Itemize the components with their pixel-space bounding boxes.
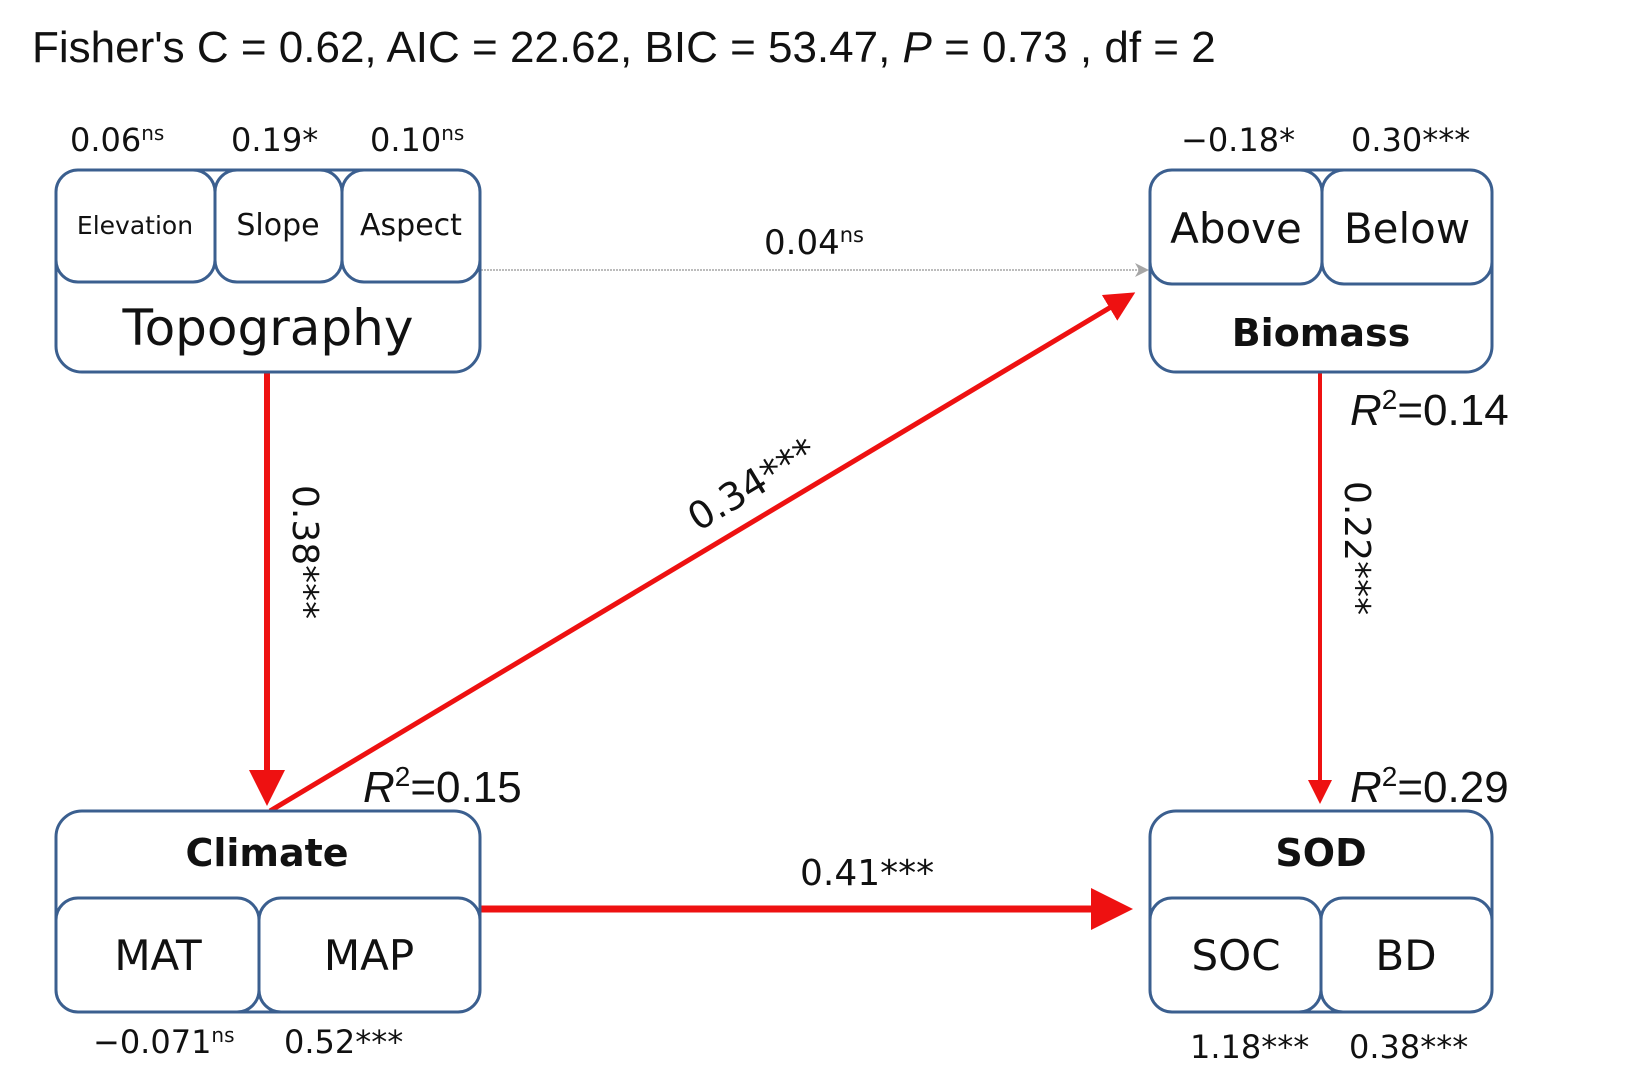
slope-label: Slope (236, 208, 319, 243)
below-label: Below (1344, 204, 1470, 253)
node-climate: R2=0.15 Climate MAT MAP −0.071ns 0.52*** (54, 761, 522, 1061)
aspect-label: Aspect (360, 208, 462, 243)
bd-box (1319, 896, 1494, 1014)
climate-title: Climate (185, 831, 348, 875)
coef-slope: 0.19* (231, 121, 318, 159)
sod-r-squared: R2=0.29 (1350, 761, 1509, 812)
bd-label: BD (1375, 931, 1436, 980)
path-label-topography-biomass: 0.04ns (764, 223, 864, 263)
node-biomass: −0.18* 0.30*** Above Below Biomass R2=0.… (1148, 121, 1509, 435)
coef-mat: −0.071ns (93, 1023, 235, 1061)
coef-soc: 1.18*** (1190, 1028, 1309, 1066)
node-topography: 0.06ns 0.19* 0.10ns Elevation Slope Aspe… (54, 121, 482, 374)
model-fit-statistics: Fisher's C = 0.62, AIC = 22.62, BIC = 53… (32, 23, 1216, 72)
below-box (1320, 168, 1494, 286)
topography-title: Topography (122, 299, 414, 357)
sod-title: SOD (1275, 831, 1366, 875)
path-label-topography-climate: 0.38*** (284, 485, 325, 619)
biomass-r-squared: R2=0.14 (1350, 384, 1509, 435)
aspect-box (340, 168, 482, 284)
path-label-biomass-sod: 0.22*** (1336, 481, 1377, 615)
coef-aspect: 0.10ns (370, 121, 464, 159)
biomass-title: Biomass (1232, 311, 1411, 355)
coef-bd: 0.38*** (1349, 1028, 1468, 1066)
map-label: MAP (324, 931, 414, 980)
coef-map: 0.52*** (284, 1023, 403, 1061)
climate-r-squared: R2=0.15 (363, 761, 522, 812)
mat-label: MAT (114, 931, 202, 980)
soc-label: SOC (1191, 931, 1280, 980)
coef-above: −0.18* (1181, 121, 1295, 159)
map-box (257, 896, 482, 1014)
elevation-label: Elevation (77, 211, 193, 240)
coef-below: 0.30*** (1351, 121, 1470, 159)
path-climate-biomass (268, 292, 1136, 814)
coef-elevation: 0.06ns (70, 121, 164, 159)
node-sod: R2=0.29 SOD SOC BD 1.18*** 0.38*** (1148, 761, 1509, 1066)
above-label: Above (1170, 204, 1302, 253)
path-label-climate-sod: 0.41*** (800, 853, 934, 894)
